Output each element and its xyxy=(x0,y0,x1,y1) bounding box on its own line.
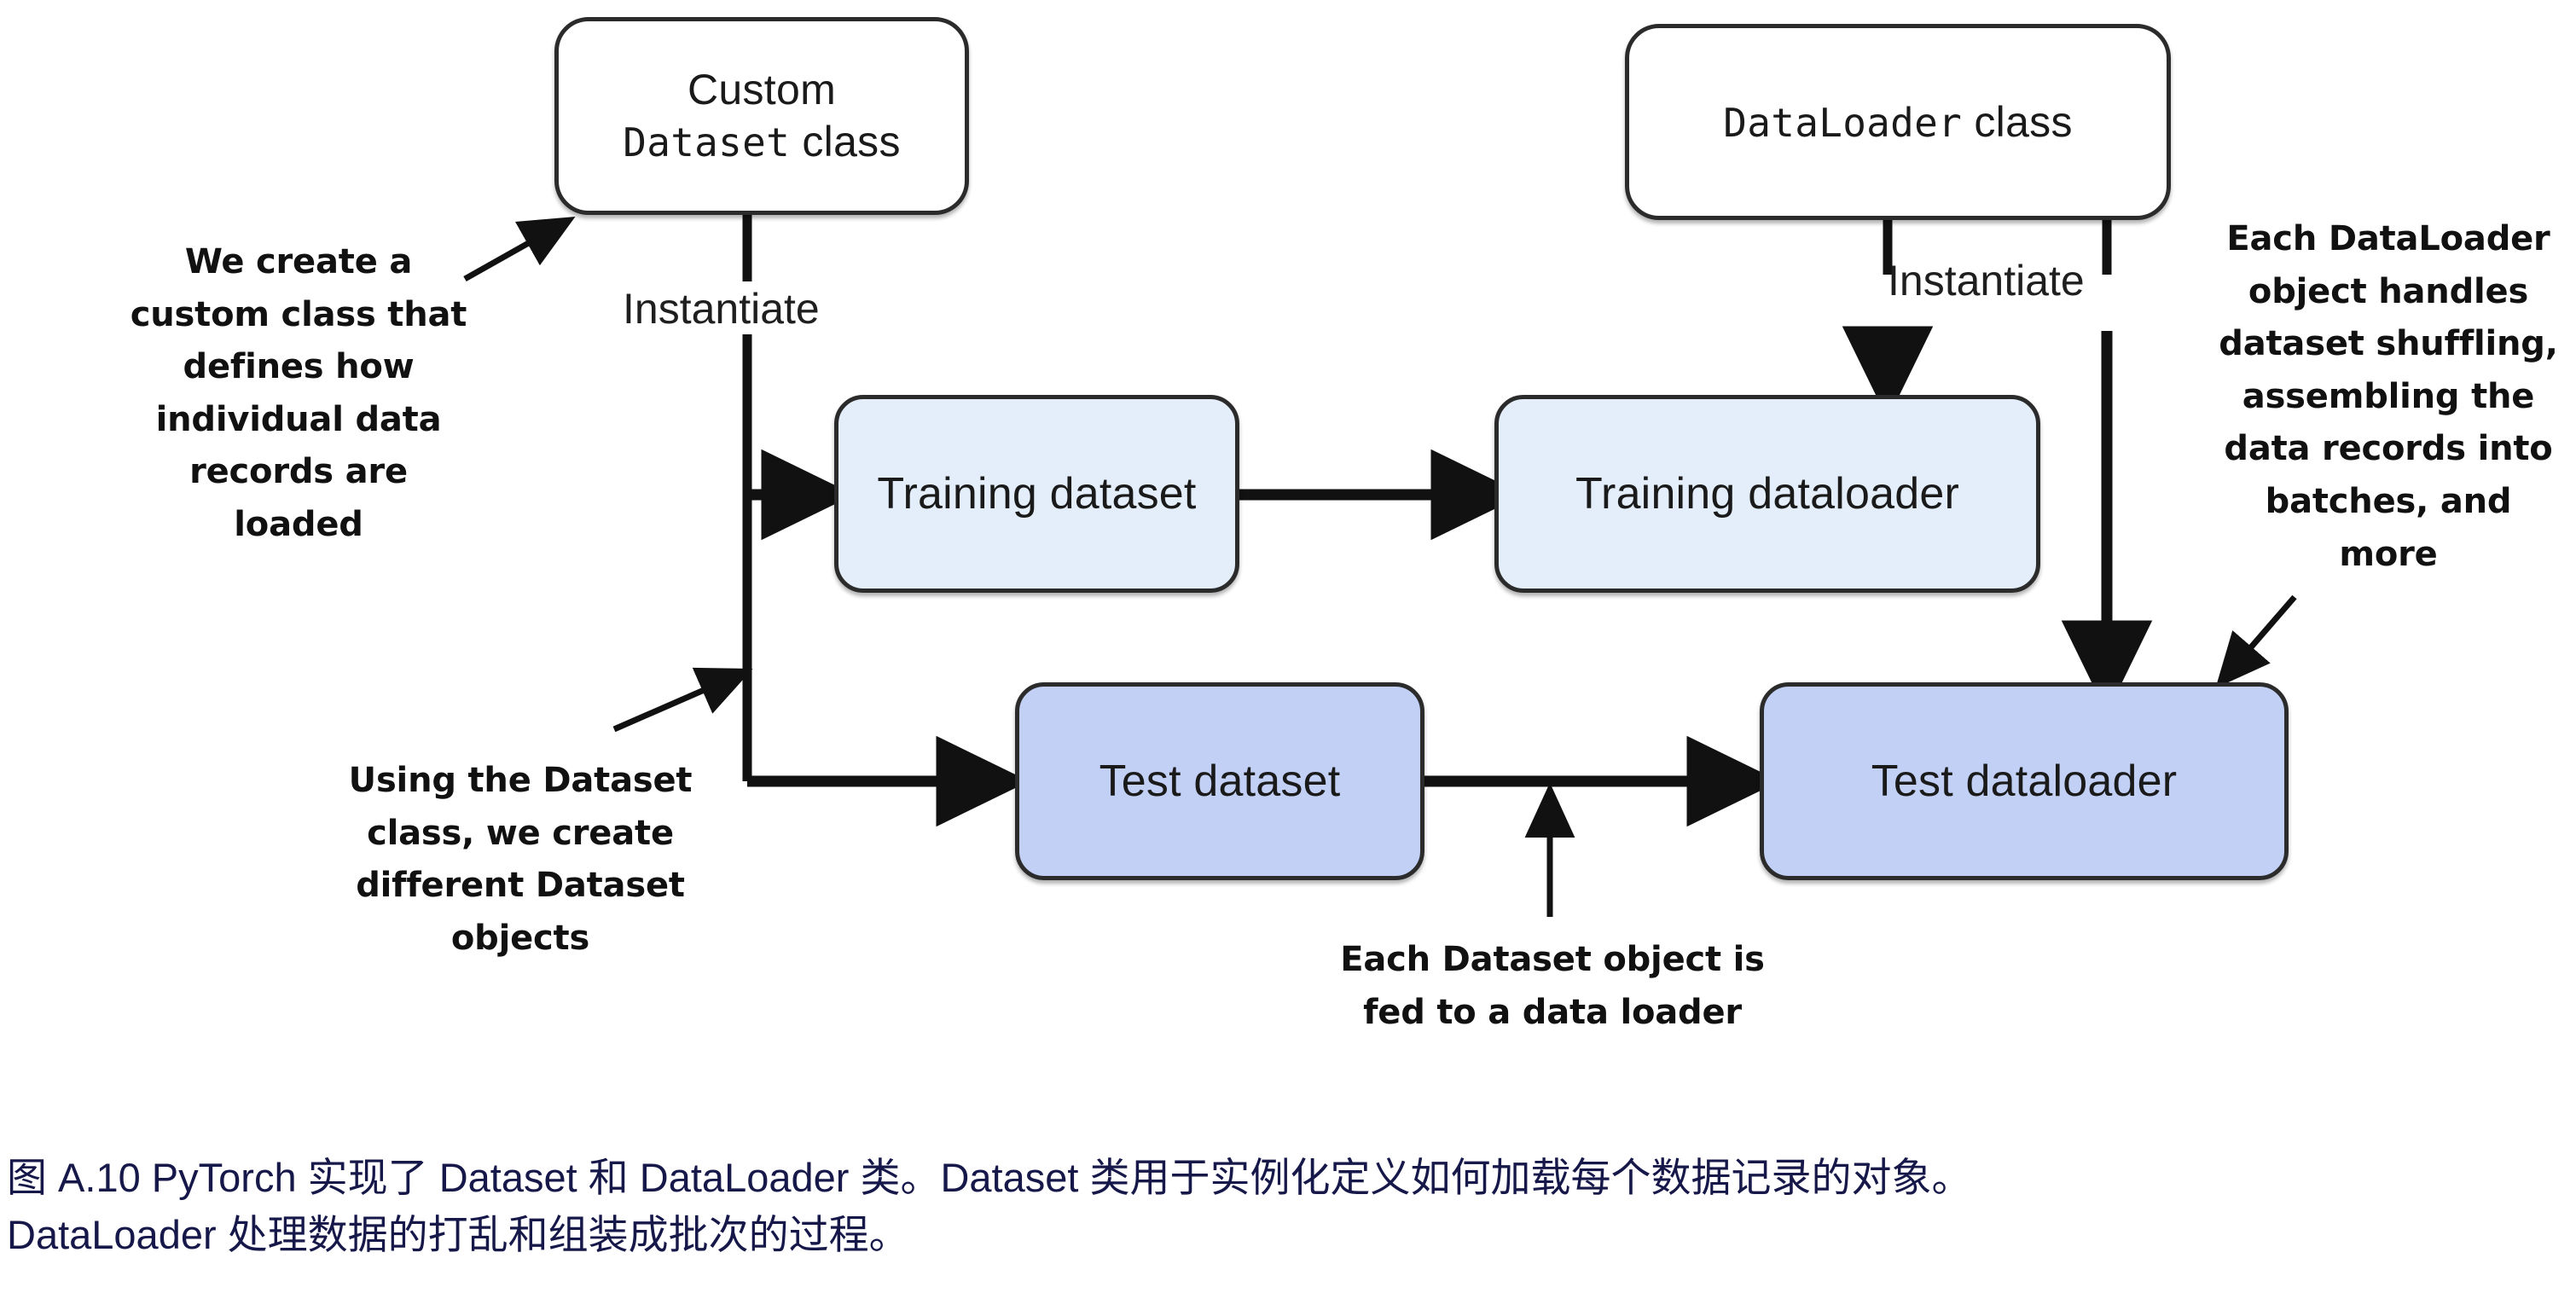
diagram-canvas: Custom Dataset class DataLoader class Tr… xyxy=(130,17,2558,1032)
dataloader-class-tail: class xyxy=(1962,97,2073,146)
node-training-dataloader[interactable]: Training dataloader xyxy=(1494,395,2040,593)
test-dataloader-label: Test dataloader xyxy=(1871,757,2178,806)
custom-dataset-class-line1: Custom xyxy=(687,66,837,113)
pointer-using-dataset-class xyxy=(612,667,753,733)
caption-line-2: DataLoader 处理数据的打乱和组装成批次的过程。 xyxy=(7,1211,909,1257)
custom-dataset-class-tail: class xyxy=(790,118,901,165)
custom-dataset-class-mono: Dataset xyxy=(623,119,791,165)
training-dataset-label: Training dataset xyxy=(877,469,1197,519)
pointer-create-custom-class xyxy=(463,217,576,282)
custom-dataset-class-label: Custom Dataset class xyxy=(623,64,901,168)
edge-label-instantiate-left: Instantiate xyxy=(623,285,820,333)
connector-layer xyxy=(463,215,2297,917)
dataloader-class-label: DataLoader class xyxy=(1723,96,2073,148)
pointer-each-dataloader xyxy=(2215,594,2297,688)
node-custom-dataset-class[interactable]: Custom Dataset class xyxy=(554,17,969,215)
training-dataloader-label: Training dataloader xyxy=(1575,469,1959,519)
dataloader-class-mono: DataLoader xyxy=(1723,99,1963,146)
caption-line-1: 图 A.10 PyTorch 实现了 Dataset 和 DataLoader … xyxy=(7,1155,1972,1200)
figure-caption: 图 A.10 PyTorch 实现了 Dataset 和 DataLoader … xyxy=(7,1150,2557,1263)
node-test-dataloader[interactable]: Test dataloader xyxy=(1760,682,2289,880)
node-test-dataset[interactable]: Test dataset xyxy=(1015,682,1424,880)
edge-label-instantiate-right: Instantiate xyxy=(1888,257,2085,304)
node-dataloader-class[interactable]: DataLoader class xyxy=(1625,24,2171,220)
node-training-dataset[interactable]: Training dataset xyxy=(834,395,1239,593)
test-dataset-label: Test dataset xyxy=(1099,757,1341,806)
